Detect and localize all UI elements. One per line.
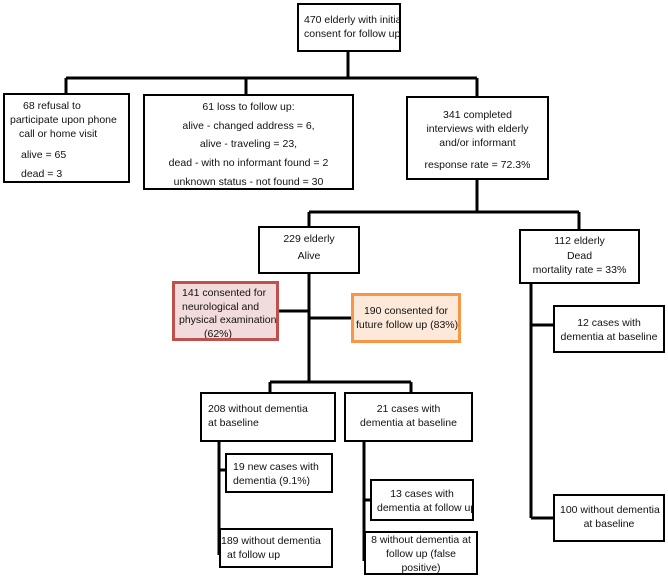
new-dementia-cases-box: 19 new cases with dementia (9.1%): [225, 453, 333, 493]
node-text: response rate = 72.3%: [424, 158, 531, 171]
node-text: dead - with no informant found = 2: [168, 157, 329, 170]
node-text: dementia at baseline: [360, 417, 457, 430]
node-text: alive = 65: [21, 148, 67, 161]
node-text: alive - changed address = 6,: [182, 119, 315, 132]
node-text: 19 new cases with: [233, 461, 319, 473]
node-text: 470 elderly with initial: [304, 14, 401, 26]
node-text: future follow up (83%): [356, 319, 459, 332]
node-text: 12 cases with: [577, 317, 641, 329]
node-text: neurological and: [182, 300, 260, 313]
no-dementia-follow-up-box: 189 without dementia at follow up: [219, 528, 333, 568]
node-text: 189 without dementia: [221, 535, 321, 547]
dementia-follow-up-box: 13 cases with dementia at follow up: [370, 479, 474, 521]
node-text: physical examination: [179, 314, 277, 327]
node-text: dementia at follow up: [377, 502, 474, 515]
node-text: 21 cases with: [376, 403, 441, 415]
node-text: at follow up: [227, 549, 281, 562]
loss-to-follow-up-box: 61 loss to follow up: alive - changed ad…: [143, 94, 354, 190]
node-text: 8 without dementia at: [371, 534, 471, 546]
initial-consent-box: 470 elderly with initial consent for fol…: [297, 3, 401, 52]
node-text: 100 without dementia: [560, 504, 660, 516]
node-text: 13 cases with: [390, 488, 454, 500]
node-text: dementia at baseline: [560, 331, 658, 344]
node-text: participate upon phone: [10, 114, 117, 127]
node-text: interviews with elderly: [426, 123, 529, 136]
node-text: alive - traveling = 23,: [199, 138, 298, 151]
dead-box: 112 elderly Dead mortality rate = 33%: [519, 229, 640, 284]
node-text: consent for follow up: [304, 28, 401, 41]
node-text: positive): [401, 562, 441, 575]
node-text: follow up (false: [385, 548, 457, 561]
node-text: 61 loss to follow up:: [202, 101, 295, 113]
node-text: mortality rate = 33%: [532, 264, 627, 277]
node-text: at baseline: [583, 518, 635, 531]
node-text: 112 elderly: [554, 235, 605, 247]
node-text: Alive: [297, 250, 321, 263]
node-text: 341 completed: [443, 109, 512, 121]
node-text: 208 without dementia: [208, 403, 308, 415]
node-text: and/or informant: [439, 137, 516, 150]
node-text: (62%): [204, 327, 233, 340]
completed-interviews-box: 341 completed interviews with elderly an…: [406, 96, 549, 180]
future-follow-up-consent-box: 190 consented for future follow up (83%): [351, 293, 461, 343]
no-dementia-baseline-box: 208 without dementia at baseline: [200, 392, 336, 442]
alive-box: 229 elderly Alive: [258, 226, 360, 274]
node-text: Dead: [566, 249, 593, 262]
node-text: 229 elderly: [283, 233, 335, 245]
neurological-exam-consent-box: 141 consented for neurological and physi…: [172, 281, 279, 341]
node-text: 68 refusal to: [23, 100, 81, 112]
node-text: at baseline: [208, 417, 259, 430]
node-text: dementia (9.1%): [233, 475, 311, 488]
false-positive-box: 8 without dementia at follow up (false p…: [364, 531, 478, 575]
node-text: 190 consented for: [363, 305, 449, 317]
node-text: 141 consented for: [182, 287, 267, 299]
node-text: unknown status - not found = 30: [173, 175, 324, 188]
node-text: dead = 3: [21, 167, 63, 180]
dead-dementia-box: 12 cases with dementia at baseline: [553, 305, 665, 353]
dead-no-dementia-box: 100 without dementia at baseline: [553, 494, 665, 542]
dementia-baseline-box: 21 cases with dementia at baseline: [344, 392, 473, 442]
node-text: call or home visit: [19, 128, 98, 141]
refusal-box: 68 refusal to participate upon phone cal…: [3, 93, 130, 183]
